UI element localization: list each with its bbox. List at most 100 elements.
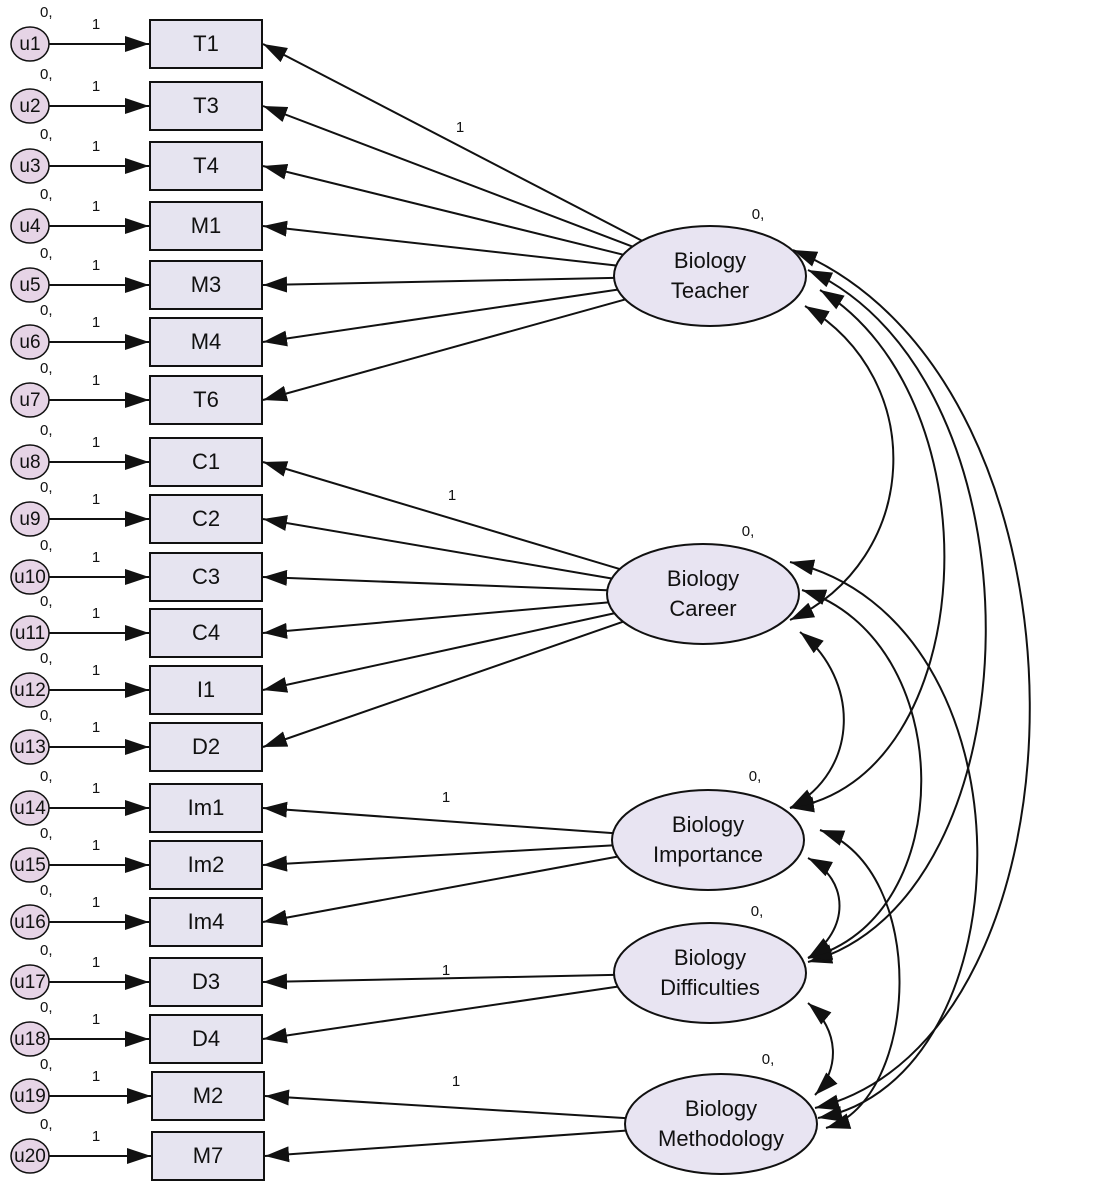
latent-label-line2: Teacher (671, 278, 749, 303)
error-label: u1 (19, 34, 40, 55)
indicator-label: I1 (197, 677, 215, 702)
factor-loading-path (262, 163, 624, 256)
observed-variable-d3: D3 (149, 957, 263, 1007)
observed-variable-t4: T4 (149, 141, 263, 191)
error-variance-label: 0, (40, 1056, 53, 1073)
error-label: u20 (14, 1146, 46, 1167)
indicator-label: Im1 (188, 795, 225, 820)
covariance-teacher-importance (789, 289, 946, 813)
error-label: u11 (15, 623, 45, 644)
error-label: u7 (19, 390, 40, 411)
latent-variance-label: 0, (752, 206, 765, 223)
indicator-label: M3 (191, 272, 222, 297)
covariance-layer (789, 249, 1031, 1129)
observed-variable-m3: M3 (149, 260, 263, 310)
observed-variable-m2: M2 (151, 1071, 265, 1121)
indicator-box (149, 783, 263, 833)
indicator-label: C2 (192, 506, 220, 531)
indicator-label: M7 (193, 1143, 224, 1168)
indicator-box (149, 1014, 263, 1064)
indicator-label: M4 (191, 329, 222, 354)
latent-label-line1: Biology (672, 812, 744, 837)
error-variance-label: 0, (40, 999, 53, 1016)
error-label: u13 (14, 737, 46, 758)
observed-variable-d4: D4 (149, 1014, 263, 1064)
latent-label-line1: Biology (674, 248, 746, 273)
latent-variance-label: 0, (751, 903, 764, 920)
error-term-u3: u30,1 (10, 126, 149, 184)
latent-label-line1: Biology (685, 1096, 757, 1121)
factor-loading-path (262, 288, 618, 347)
covariance-difficulties-methodology (807, 1002, 838, 1096)
indicator-label: Im4 (188, 909, 225, 934)
indicator-label: D4 (192, 1026, 220, 1051)
factor-loading-path (262, 844, 613, 872)
error-weight-label: 1 (92, 491, 100, 508)
factor-loading-path (262, 43, 643, 242)
factor-loading-path (262, 105, 633, 248)
error-weight-label: 1 (92, 894, 100, 911)
error-variance-label: 0, (40, 126, 53, 143)
indicator-label: T4 (193, 153, 219, 178)
error-variance-label: 0, (40, 537, 53, 554)
indicator-label: D2 (192, 734, 220, 759)
error-weight-label: 1 (92, 954, 100, 971)
error-term-u6: u60,1 (10, 302, 149, 360)
indicator-box (149, 608, 263, 658)
error-weight-label: 1 (92, 198, 100, 215)
observed-variable-t1: T1 (149, 19, 263, 69)
observed-variable-c4: C4 (149, 608, 263, 658)
error-label: u9 (19, 509, 40, 530)
factor-loading-path (264, 1089, 626, 1120)
error-label: u4 (19, 216, 41, 237)
error-variance-label: 0, (40, 4, 53, 21)
error-weight-label: 1 (92, 16, 100, 33)
error-label: u14 (14, 798, 46, 819)
indicator-label: T1 (193, 31, 219, 56)
covariance-career-difficulties (801, 589, 923, 960)
indicator-box (149, 317, 263, 367)
indicator-label: D3 (192, 969, 220, 994)
fixed-loading-label: 1 (452, 1073, 460, 1090)
indicator-box (149, 437, 263, 487)
indicator-box (149, 957, 263, 1007)
factor-loading-path (262, 220, 617, 267)
error-variance-label: 0, (40, 422, 53, 439)
error-variance-label: 0, (40, 245, 53, 262)
covariance-teacher-career (789, 305, 895, 621)
latent-variance-label: 0, (762, 1051, 775, 1068)
error-variance-label: 0, (40, 707, 53, 724)
factor-loading-path (262, 515, 612, 580)
indicator-box (149, 552, 263, 602)
latent-label-line2: Importance (653, 842, 763, 867)
error-label: u18 (14, 1029, 46, 1050)
error-label: u2 (19, 96, 40, 117)
indicator-label: Im2 (188, 852, 225, 877)
factor-loading-path (262, 620, 624, 748)
error-variance-label: 0, (40, 825, 53, 842)
error-label: u3 (19, 156, 40, 177)
indicator-label: M2 (193, 1083, 224, 1108)
indicator-box (149, 375, 263, 425)
error-variance-label: 0, (40, 882, 53, 899)
fixed-loading-label: 1 (442, 789, 450, 806)
error-term-u2: u20,1 (10, 66, 149, 124)
error-weight-label: 1 (92, 78, 100, 95)
indicator-box (149, 19, 263, 69)
error-variance-label: 0, (40, 1116, 53, 1133)
observed-variable-im2: Im2 (149, 840, 263, 890)
error-label: u5 (19, 275, 40, 296)
observed-variable-m1: M1 (149, 201, 263, 251)
error-label: u19 (14, 1086, 46, 1107)
observed-variable-c1: C1 (149, 437, 263, 487)
